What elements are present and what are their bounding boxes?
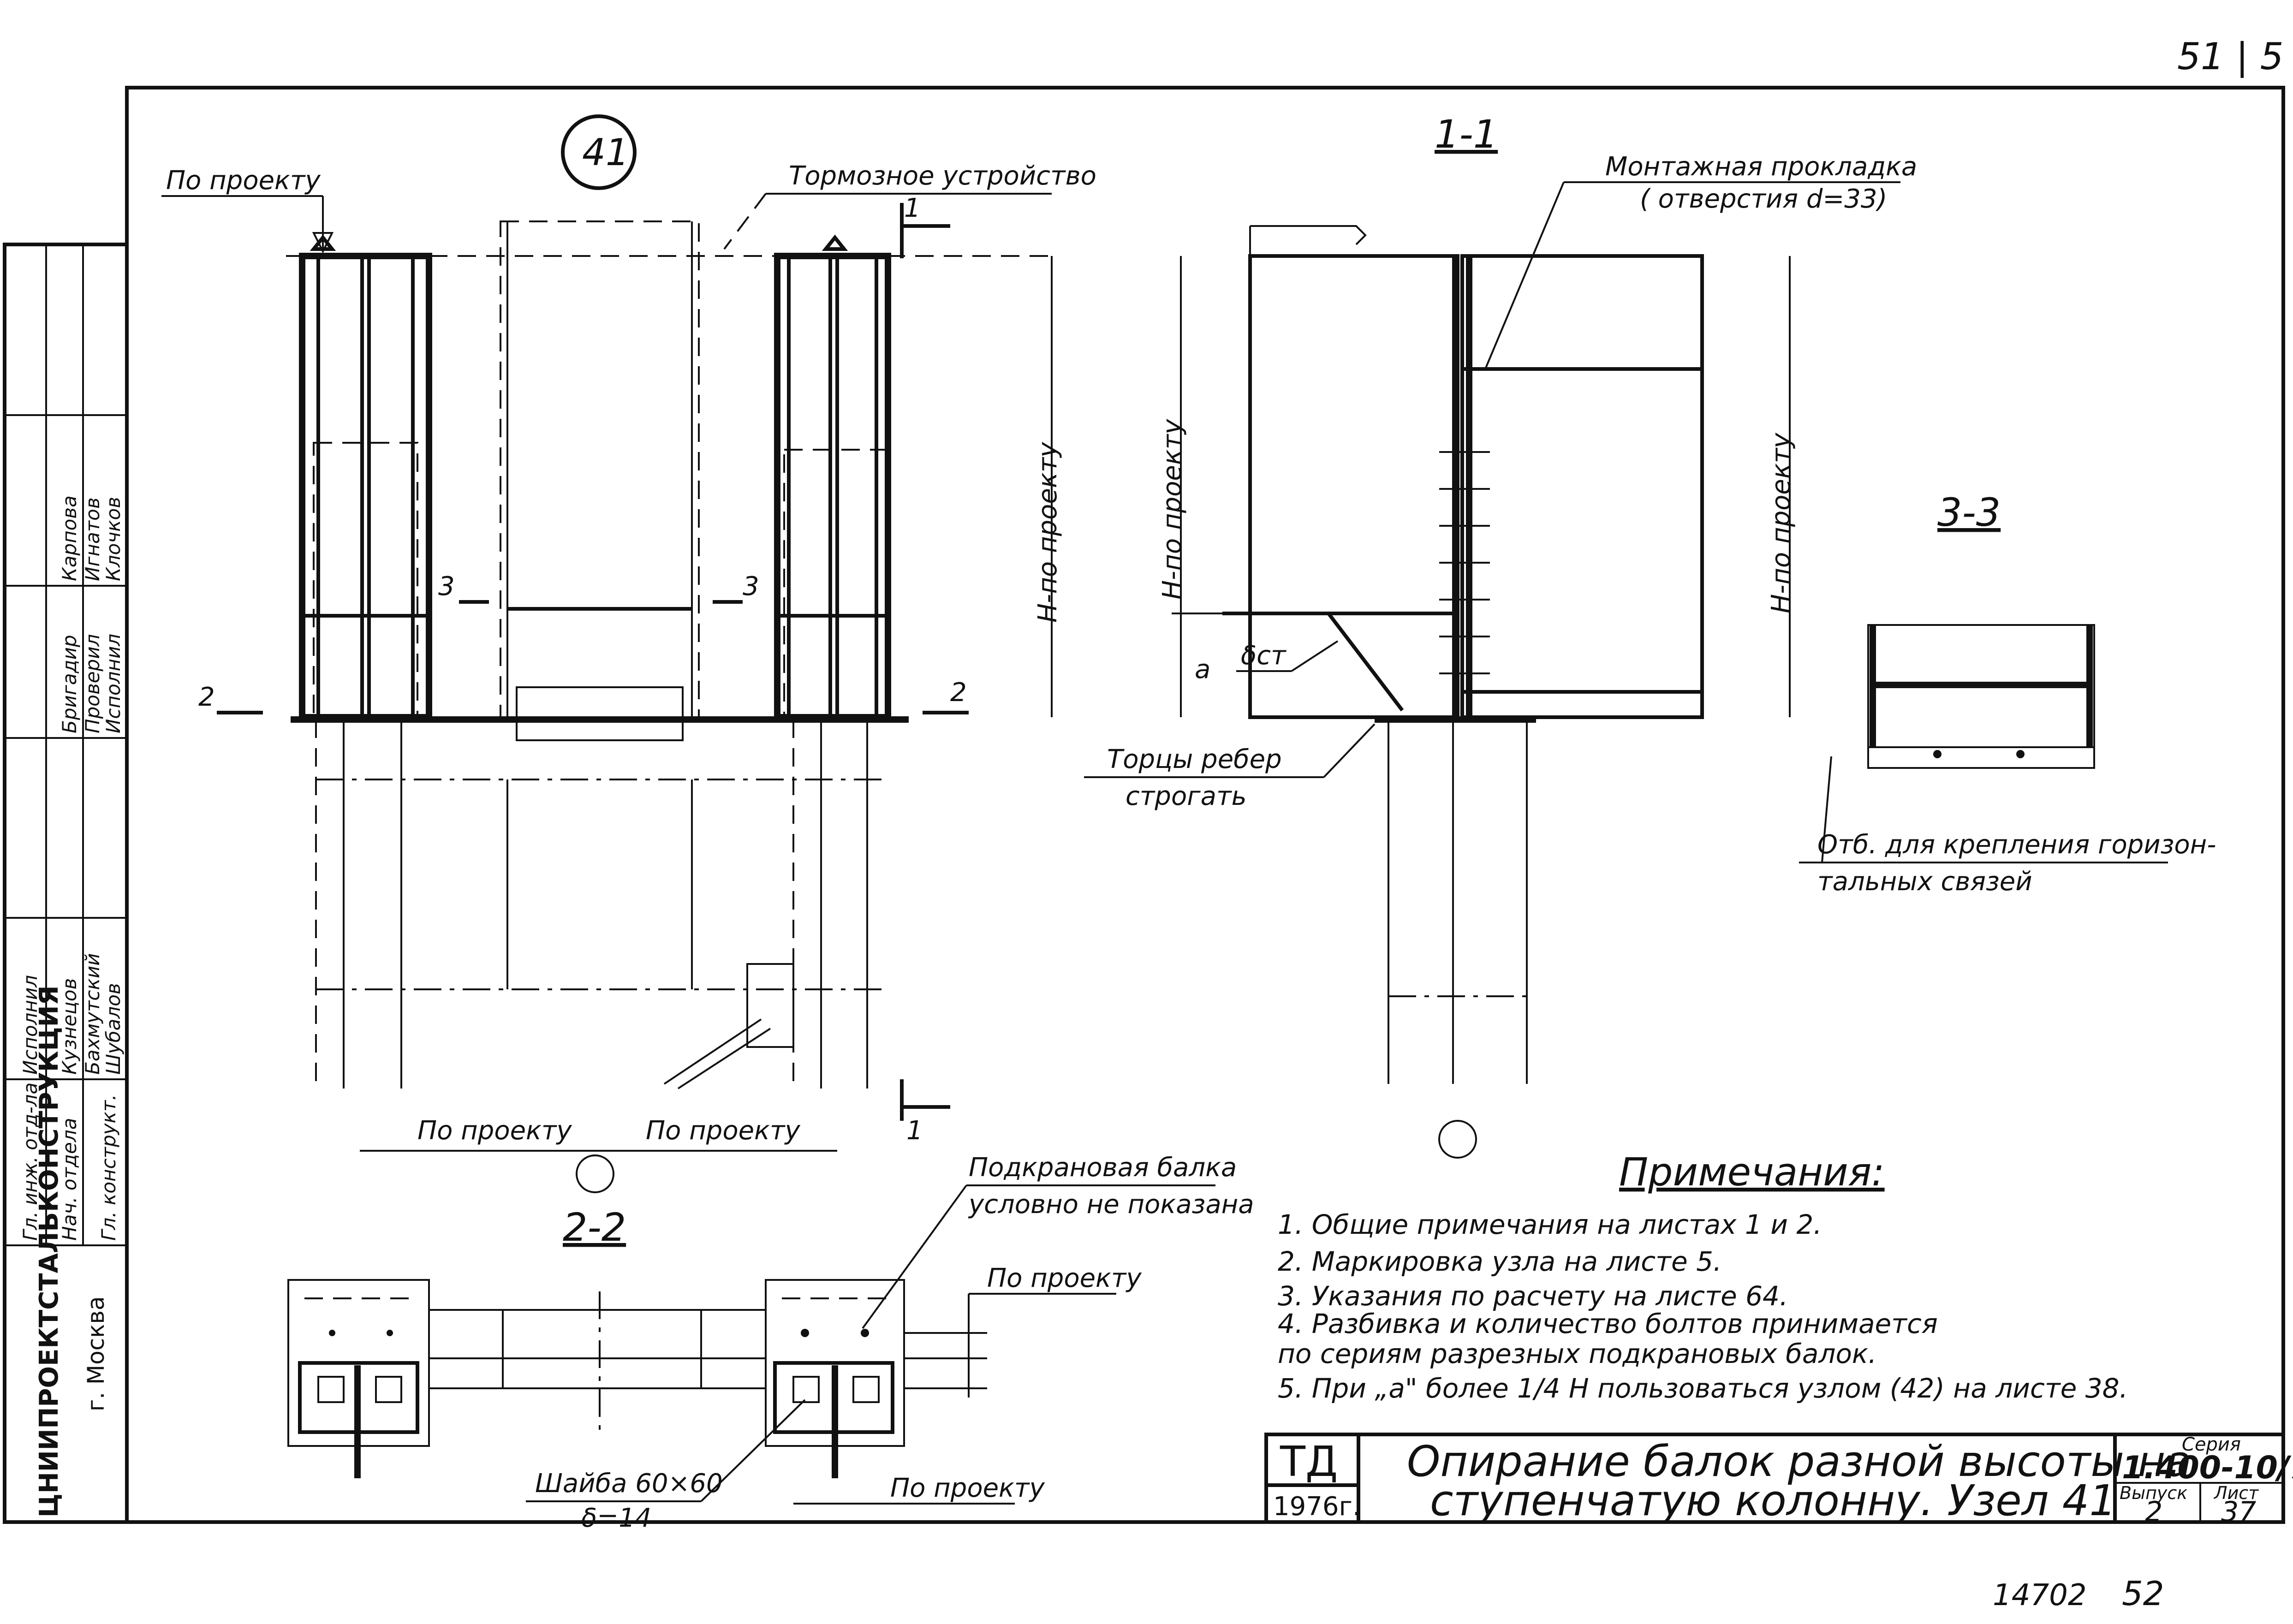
- label-crane2: условно не показана: [968, 1190, 1254, 1219]
- label-washer1: Шайба 60×60: [535, 1469, 723, 1499]
- label-h-right: Н-по проекту: [1766, 433, 1796, 613]
- notes-header: Примечания:: [1619, 1149, 1885, 1195]
- stamp-row-11: Игнатов: [81, 497, 104, 581]
- dim-right: По проекту: [646, 1116, 800, 1146]
- label-holes-3-3-line1: Отб. для крепления горизон-: [1817, 830, 2216, 860]
- label-holes: ( отверстия d=33): [1640, 184, 1887, 214]
- section-2-2: 2-2 Подкрановая балка условно не показан…: [287, 1153, 1254, 1533]
- stamp-city: г. Москва: [83, 1296, 109, 1411]
- stamp-row-2: Гл. инж. отд-ла: [19, 1083, 42, 1241]
- tb-title-1: Опирание балок разной высоты на: [1407, 1437, 2192, 1486]
- section-1-1-title: 1-1: [1435, 112, 1498, 157]
- tb-year: 1976г.: [1273, 1492, 1361, 1522]
- stamp-row-7: Бригадир: [58, 635, 81, 733]
- note-4: 4. Разбивка и количество болтов принимае…: [1278, 1308, 1938, 1339]
- stamp-row-3: Исполнил: [19, 975, 42, 1075]
- tb-td: ТД: [1280, 1438, 1338, 1486]
- stamp-row-5: Бахмутский: [81, 953, 104, 1075]
- sec-mark-2-right: 2: [950, 678, 967, 708]
- section-3-3-title: 3-3: [1937, 490, 2001, 535]
- label-ends1: Торцы ребер: [1107, 744, 1282, 774]
- label-holes-3-3-line2: тальных связей: [1817, 867, 2032, 897]
- sec-mark-3-left: 3: [438, 571, 455, 601]
- tb-sheet-label: Лист: [2213, 1483, 2259, 1503]
- label-h-main: Н-по проекту: [1033, 442, 1063, 623]
- stamp-row-1: Нач. отдела: [58, 1118, 81, 1241]
- stamp-row-12: Клочков: [102, 497, 125, 581]
- label-h-left: Н-по проекту: [1157, 419, 1187, 600]
- note-1: 1. Общие примечания на листах 1 и 2.: [1278, 1209, 1822, 1240]
- label-po-proektu-22b: По проекту: [890, 1473, 1045, 1503]
- tb-issue-value: 2: [2145, 1496, 2162, 1528]
- sec-mark-3-right: 3: [743, 571, 759, 601]
- label-po-proektu-top: По проекту: [166, 166, 321, 196]
- sec-mark-1-top: 1: [904, 193, 921, 223]
- stamp-row-8: Проверил: [81, 634, 104, 733]
- label-po-proektu-22a: По проекту: [987, 1263, 1142, 1293]
- stamp-row-10: Карпова: [58, 495, 81, 581]
- notes: Примечания: 1. Общие примечания на листа…: [1278, 1149, 2128, 1404]
- stamp-row-0: Гл. конструкт.: [97, 1094, 120, 1241]
- stamp-org: ЦНИИПРОЕКТСТАЛЬКОНСТРУКЦИЯ: [34, 985, 64, 1517]
- tb-series-value: 1.400-10/76: [2122, 1450, 2293, 1486]
- sec-mark-2-left: 2: [198, 682, 215, 712]
- note-3: 3. Указания по расчету на листе 64.: [1278, 1280, 1788, 1312]
- label-ends2: строгать: [1126, 781, 1247, 811]
- label-a: a: [1195, 654, 1210, 684]
- page-mark-bottom-number: 14702: [1993, 1578, 2087, 1612]
- main-elevation: 41 По проекту Тормозное устройство: [161, 114, 1096, 1193]
- title-block: ТД 1976г. Опирание балок разной высоты н…: [1264, 1433, 2293, 1528]
- label-brake: Тормозное устройство: [789, 161, 1096, 191]
- section-2-2-title: 2-2: [563, 1205, 626, 1250]
- label-washer2: δ=14: [581, 1503, 651, 1533]
- section-1-1: 1-1 Монтажная прокладка ( отверстия d=33…: [1084, 112, 1917, 1159]
- tb-sheet-value: 37: [2221, 1496, 2256, 1528]
- label-crane1: Подкрановая балка: [969, 1153, 1237, 1183]
- stamp-row-6: Шубалов: [102, 983, 125, 1075]
- section-3-3: 3-3 Отб. для крепления горизон- тальных …: [1799, 490, 2216, 897]
- note-5: по сериям разрезных подкрановых балок.: [1278, 1338, 1876, 1369]
- stamp-row-4: Кузнецов: [58, 978, 81, 1075]
- tb-issue-label: Выпуск: [2120, 1483, 2187, 1503]
- tb-series-label: Серия: [2182, 1434, 2241, 1455]
- label-plate: Монтажная прокладка: [1605, 152, 1917, 182]
- node-41-marker: [561, 114, 637, 190]
- dim-left: По проекту: [417, 1116, 572, 1146]
- stamp-row-9: Исполнил: [102, 634, 125, 733]
- note-6: 5. При „a" более 1/4 Н пользоваться узло…: [1278, 1373, 2128, 1404]
- node-41-label: 41: [582, 131, 629, 174]
- page-mark-bottom-page: 52: [2122, 1574, 2164, 1613]
- sec-mark-1-bottom: 1: [906, 1116, 923, 1146]
- tb-title-2: ступенчатую колонну. Узел 41: [1430, 1476, 2116, 1525]
- stamp-strip: ЦНИИПРОЕКТСТАЛЬКОНСТРУКЦИЯ г. Москва Гл.…: [3, 243, 129, 1524]
- label-delta: δст: [1241, 641, 1286, 671]
- page-mark-top-right: 51 | 5: [2177, 35, 2284, 78]
- note-2: 2. Маркировка узла на листе 5.: [1278, 1246, 1721, 1277]
